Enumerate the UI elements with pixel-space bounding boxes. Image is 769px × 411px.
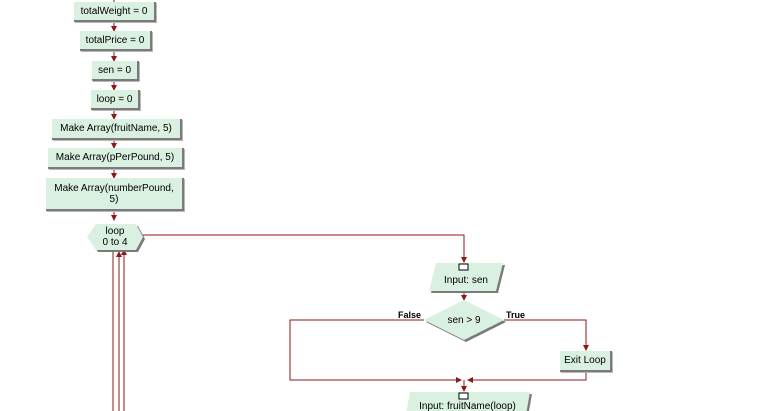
decision-true-label: True <box>506 310 526 320</box>
connector-exit-return <box>467 372 587 383</box>
statement-make-array-fruitname[interactable]: Make Array(fruitName, 5) <box>52 119 182 140</box>
connector-false-branch <box>289 319 462 383</box>
input-sen-shape <box>429 263 503 291</box>
connector-true-branch <box>504 319 589 351</box>
statement-loop[interactable]: loop = 0 <box>91 90 140 110</box>
statement-make-array-numberpound[interactable]: Make Array(numberPound, 5) <box>46 178 184 211</box>
statement-make-array-pperpound[interactable]: Make Array(pPerPound, 5) <box>48 148 184 169</box>
statement-sen[interactable]: sen = 0 <box>92 61 139 81</box>
statement-total-weight[interactable]: totalWeight = 0 <box>74 2 156 22</box>
exit-loop-node[interactable]: Exit Loop <box>560 351 612 372</box>
decision-false-label: False <box>398 310 422 320</box>
input-fruit-icon <box>458 392 469 400</box>
input-sen-icon <box>458 263 469 271</box>
connector-loop-body <box>142 234 467 263</box>
loop-node-shape <box>87 224 143 250</box>
input-fruit-shape <box>406 392 530 411</box>
statement-total-price[interactable]: totalPrice = 0 <box>80 31 152 51</box>
decision-shape <box>424 300 504 340</box>
